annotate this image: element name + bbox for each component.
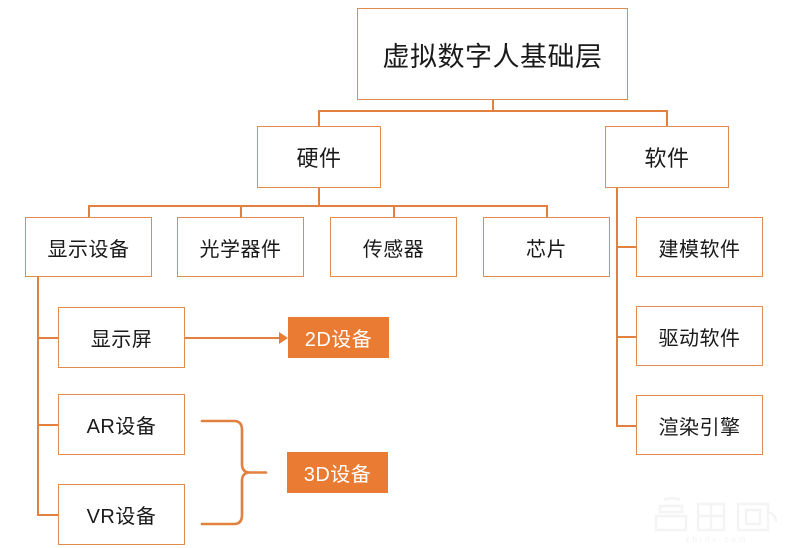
node-screen-label: 显示屏 xyxy=(90,329,153,351)
node-2d-device[interactable]: 2D设备 xyxy=(288,317,389,358)
connector-software-trunk xyxy=(616,188,618,426)
connector-to-display-device xyxy=(88,205,90,217)
connector-to-ar-device xyxy=(37,424,58,426)
node-sensor[interactable]: 传感器 xyxy=(330,217,457,277)
node-display-device-label: 显示设备 xyxy=(47,238,130,261)
watermark-url: zhidx.com xyxy=(685,535,749,544)
node-chip[interactable]: 芯片 xyxy=(483,217,610,277)
arrow-screen-to-2d-head xyxy=(279,332,288,344)
connector-to-screen xyxy=(37,337,58,339)
node-3d-device-label: 3D设备 xyxy=(303,464,372,486)
connector-root-stem xyxy=(492,100,494,112)
connector-to-driver-software xyxy=(616,336,636,338)
node-driver-software-label: 驱动软件 xyxy=(658,327,741,350)
node-chip-label: 芯片 xyxy=(526,238,567,261)
watermark: zhidx.com xyxy=(642,494,792,546)
node-optical-component[interactable]: 光学器件 xyxy=(177,217,304,277)
node-driver-software[interactable]: 驱动软件 xyxy=(636,306,763,366)
node-hardware-label: 硬件 xyxy=(296,146,342,171)
connector-to-software xyxy=(666,110,668,126)
connector-to-optical-component xyxy=(240,205,242,217)
node-vr-device[interactable]: VR设备 xyxy=(58,484,185,545)
connector-to-chip xyxy=(546,205,548,217)
node-3d-device[interactable]: 3D设备 xyxy=(287,452,388,493)
connector-to-vr-device xyxy=(37,514,58,516)
node-rendering-engine-label: 渲染引擎 xyxy=(658,416,741,439)
node-sensor-label: 传感器 xyxy=(362,238,425,261)
node-software-label: 软件 xyxy=(644,146,690,171)
node-software[interactable]: 软件 xyxy=(605,126,729,188)
connector-root-bar xyxy=(318,110,668,112)
connector-hardware-stem xyxy=(318,188,320,205)
node-rendering-engine[interactable]: 渲染引擎 xyxy=(636,395,763,455)
node-display-device[interactable]: 显示设备 xyxy=(25,217,152,277)
connector-to-hardware xyxy=(318,110,320,126)
node-modeling-software[interactable]: 建模软件 xyxy=(636,217,763,277)
node-root[interactable]: 虚拟数字人基础层 xyxy=(357,8,628,100)
watermark-logo-icon xyxy=(654,496,778,532)
node-ar-device-label: AR设备 xyxy=(86,416,157,438)
connector-hardware-bar xyxy=(88,205,548,207)
node-ar-device[interactable]: AR设备 xyxy=(58,394,185,455)
arrow-screen-to-2d-shaft xyxy=(185,337,280,339)
node-screen[interactable]: 显示屏 xyxy=(58,307,185,368)
connector-to-sensor xyxy=(393,205,395,217)
node-hardware[interactable]: 硬件 xyxy=(257,126,381,188)
connector-to-rendering-engine xyxy=(616,425,636,427)
connector-display-trunk xyxy=(37,277,39,515)
node-modeling-software-label: 建模软件 xyxy=(658,238,741,261)
node-optical-component-label: 光学器件 xyxy=(199,238,282,261)
node-vr-device-label: VR设备 xyxy=(86,506,157,528)
node-root-label: 虚拟数字人基础层 xyxy=(382,41,603,72)
connector-to-modeling-software xyxy=(616,246,636,248)
brace-ar-vr-to-3d xyxy=(200,419,268,526)
node-2d-device-label: 2D设备 xyxy=(304,329,373,351)
